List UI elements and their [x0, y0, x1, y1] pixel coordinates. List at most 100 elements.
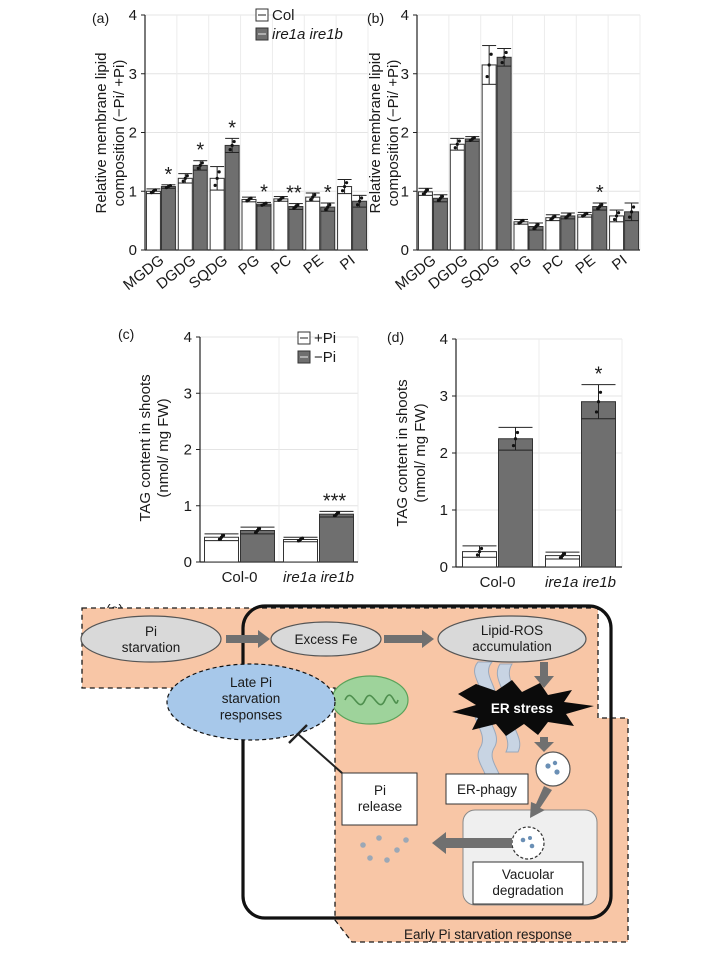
data-point — [324, 207, 328, 212]
data-point — [594, 410, 599, 414]
panel-label: (c) — [118, 326, 134, 342]
bar-mutant — [160, 186, 176, 251]
data-point — [153, 188, 158, 192]
significance-mark: * — [196, 140, 204, 162]
legend-label: ire1a ire1b — [272, 26, 343, 43]
y-tick-label: 0 — [184, 554, 192, 571]
bar-mutant — [592, 206, 608, 251]
data-point — [311, 195, 315, 199]
bar-control — [337, 186, 353, 251]
significance-mark: ** — [286, 183, 302, 205]
data-point — [185, 174, 189, 178]
data-point — [328, 203, 332, 207]
data-point — [477, 550, 482, 554]
bar-mutant — [464, 138, 480, 251]
data-point — [436, 198, 441, 203]
bar-mutant — [320, 206, 336, 251]
data-point — [489, 52, 493, 56]
x-tick-label: PG — [507, 252, 535, 279]
bar-control — [204, 536, 239, 563]
data-point — [629, 210, 634, 214]
autophagosome-graphic — [535, 751, 571, 787]
data-point — [300, 536, 305, 540]
arrow-ros-to-er-stress — [534, 662, 554, 688]
data-point — [181, 179, 185, 183]
arrow-vacuole-to-pi — [432, 832, 512, 854]
bar-mutant — [352, 200, 368, 251]
x-tick-label: PI — [337, 252, 359, 274]
legend-label: −Pi — [314, 349, 336, 366]
bar-control — [283, 539, 318, 563]
data-point — [515, 430, 520, 435]
x-tick-label: PE — [572, 252, 598, 278]
x-tick-label: Col-0 — [480, 574, 516, 591]
data-point — [500, 60, 504, 65]
data-point — [631, 205, 636, 209]
y-tick-label: 3 — [401, 66, 409, 83]
data-point — [596, 400, 601, 404]
bar-control — [513, 221, 529, 251]
data-point — [532, 227, 536, 231]
data-point — [598, 204, 602, 209]
bar-control — [417, 191, 433, 251]
significance-mark: * — [228, 117, 236, 139]
panel-label: (a) — [92, 10, 109, 26]
data-point — [598, 390, 603, 394]
significance-mark: *** — [323, 490, 347, 512]
lipid-ros-node — [437, 615, 587, 663]
pi-starvation-node — [80, 615, 222, 663]
arrow-er-stress-to-autophagy — [534, 737, 554, 752]
y-tick-label: 4 — [440, 331, 448, 348]
bar-control — [273, 198, 289, 251]
bar-control — [305, 196, 321, 251]
y-tick-label: 4 — [184, 329, 192, 346]
data-point — [183, 176, 187, 180]
data-point — [453, 146, 457, 150]
bar-control — [177, 177, 193, 251]
er-phagy-box — [445, 773, 529, 805]
y-tick-label: 1 — [129, 183, 137, 200]
data-point — [472, 136, 476, 140]
y-tick-label: 0 — [440, 559, 448, 576]
vacuole-autophagic-body — [511, 826, 545, 860]
data-point — [440, 194, 445, 198]
data-point — [168, 183, 173, 188]
bar-control — [145, 190, 161, 251]
y-axis-label: TAG content in shoots(nmol/ mg FW) — [394, 379, 429, 526]
data-point — [340, 189, 345, 193]
data-point — [614, 214, 619, 218]
x-tick-label: PG — [235, 252, 263, 279]
bar-control — [241, 198, 257, 251]
x-tick-label: ire1a ire1b — [545, 574, 616, 591]
y-tick-label: 2 — [129, 125, 137, 142]
data-point — [249, 196, 253, 200]
data-point — [200, 161, 204, 165]
bar-control — [545, 217, 561, 251]
data-point — [213, 183, 217, 187]
data-point — [511, 443, 516, 448]
late-response-node — [166, 663, 336, 741]
mitochondrion-graphic — [331, 675, 409, 725]
bar-mutant — [288, 206, 304, 251]
early-response-label: Early Pi starvation response — [404, 927, 572, 942]
data-point — [421, 192, 426, 196]
legend-label: +Pi — [314, 330, 336, 347]
data-point — [487, 63, 491, 67]
er-stress-burst — [452, 680, 594, 736]
arrow-pi-to-fe — [226, 630, 270, 648]
y-tick-label: 3 — [129, 66, 137, 83]
y-tick-label: 0 — [129, 242, 137, 259]
data-point — [425, 188, 430, 192]
data-point — [217, 537, 222, 541]
data-point — [355, 203, 360, 207]
data-point — [309, 197, 313, 202]
significance-mark: * — [165, 164, 173, 186]
data-point — [585, 211, 589, 216]
data-point — [423, 190, 428, 194]
x-tick-label: Col-0 — [222, 569, 258, 586]
